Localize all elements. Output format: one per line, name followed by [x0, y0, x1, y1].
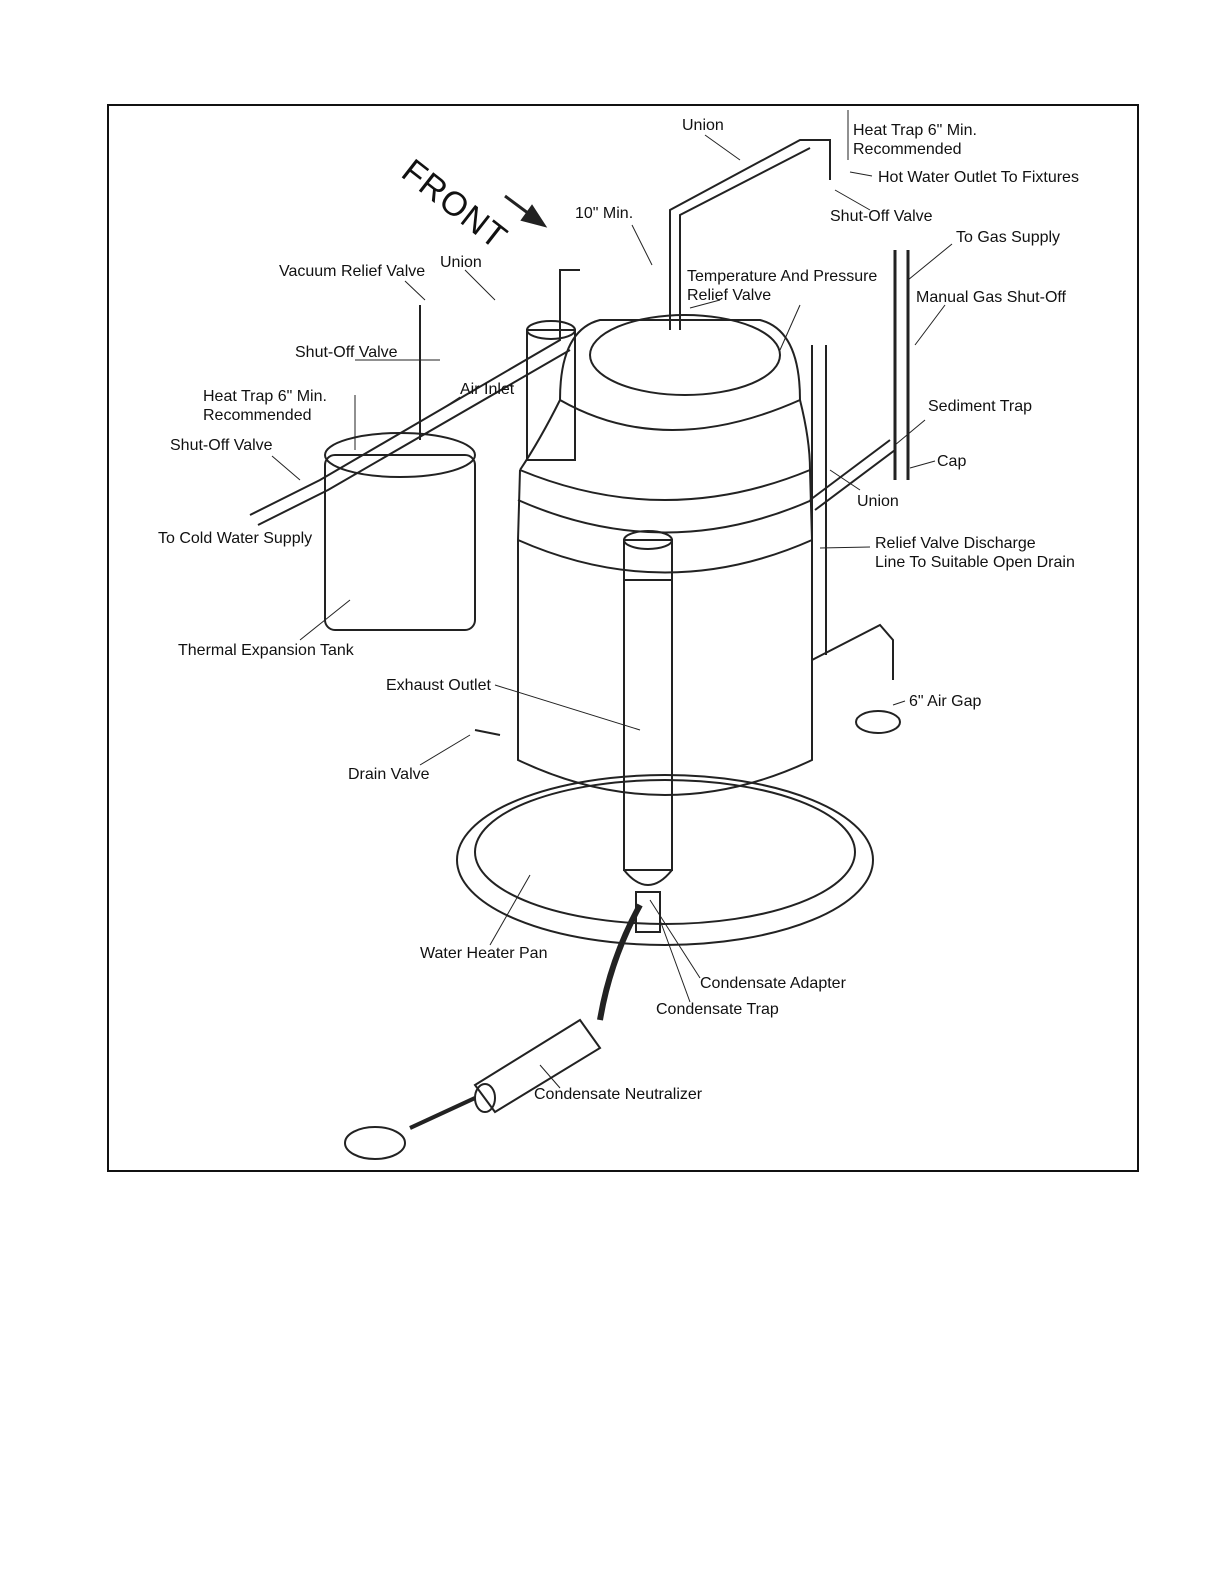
label-manual-gas-shutoff: Manual Gas Shut-Off — [916, 289, 1066, 306]
label-exhaust-outlet: Exhaust Outlet — [386, 677, 491, 694]
exhaust-outlet-pipe — [623, 539, 673, 871]
label-to-cold-water: To Cold Water Supply — [158, 530, 313, 547]
label-condensate-adapter: Condensate Adapter — [700, 975, 846, 992]
label-union-left: Union — [440, 254, 482, 271]
condensate-neutralizer-shape — [473, 1018, 602, 1114]
label-sediment-trap: Sediment Trap — [928, 398, 1033, 415]
expansion-tank-shape — [324, 454, 476, 631]
label-union-right: Union — [857, 493, 899, 510]
label-condensate-trap: Condensate Trap — [656, 1001, 779, 1018]
label-water-heater-pan: Water Heater Pan — [420, 945, 548, 962]
label-heat-trap-left: Heat Trap 6" Min. Recommended — [203, 388, 327, 424]
label-relief-discharge: Relief Valve Discharge Line To Suitable … — [875, 535, 1075, 571]
label-heat-trap-top: Heat Trap 6" Min. Recommended — [853, 122, 977, 158]
water-heater-pan-shape — [456, 774, 874, 946]
label-hot-water-outlet: Hot Water Outlet To Fixtures — [878, 169, 1079, 186]
label-shutoff-valve-left: Shut-Off Valve — [295, 344, 398, 361]
label-condensate-neutralizer: Condensate Neutralizer — [534, 1086, 703, 1103]
label-cap: Cap — [937, 453, 967, 470]
label-tp-relief-valve: Temperature And Pressure Relief Valve — [687, 268, 878, 304]
label-to-gas-supply: To Gas Supply — [956, 229, 1061, 246]
label-drain-valve: Drain Valve — [348, 766, 430, 783]
label-air-gap: 6" Air Gap — [909, 693, 982, 710]
label-ten-min: 10" Min. — [575, 205, 634, 222]
label-thermal-expansion-tank: Thermal Expansion Tank — [178, 642, 354, 659]
label-air-inlet: Air Inlet — [460, 381, 515, 398]
label-shutoff-valve-top: Shut-Off Valve — [830, 208, 933, 225]
label-union-top: Union — [682, 117, 724, 134]
air-inlet-pipe — [526, 329, 576, 461]
label-shutoff-valve-lower: Shut-Off Valve — [170, 437, 273, 454]
label-vacuum-relief-valve: Vacuum Relief Valve — [279, 263, 426, 280]
